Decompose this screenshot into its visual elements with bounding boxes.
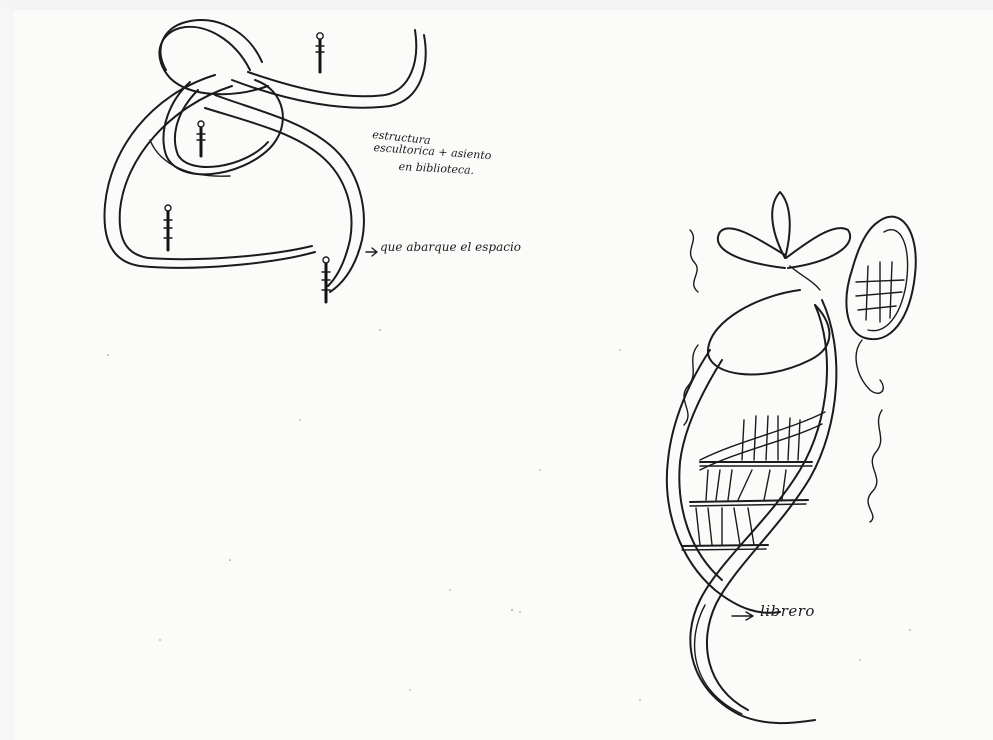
person-figure-icon <box>197 121 205 156</box>
person-figure-icon <box>322 257 330 302</box>
right-helix-bookshelf-icon <box>667 192 916 723</box>
label-arrow-icon <box>732 612 753 620</box>
person-figure-icon <box>164 205 172 250</box>
paper-specks <box>107 329 911 701</box>
left-ribbon-sculpture-icon <box>104 20 425 302</box>
annotation-bookshelf: librero <box>760 604 815 619</box>
person-figure-icon <box>316 33 324 72</box>
annotation-space: que abarque el espacio <box>380 241 521 253</box>
